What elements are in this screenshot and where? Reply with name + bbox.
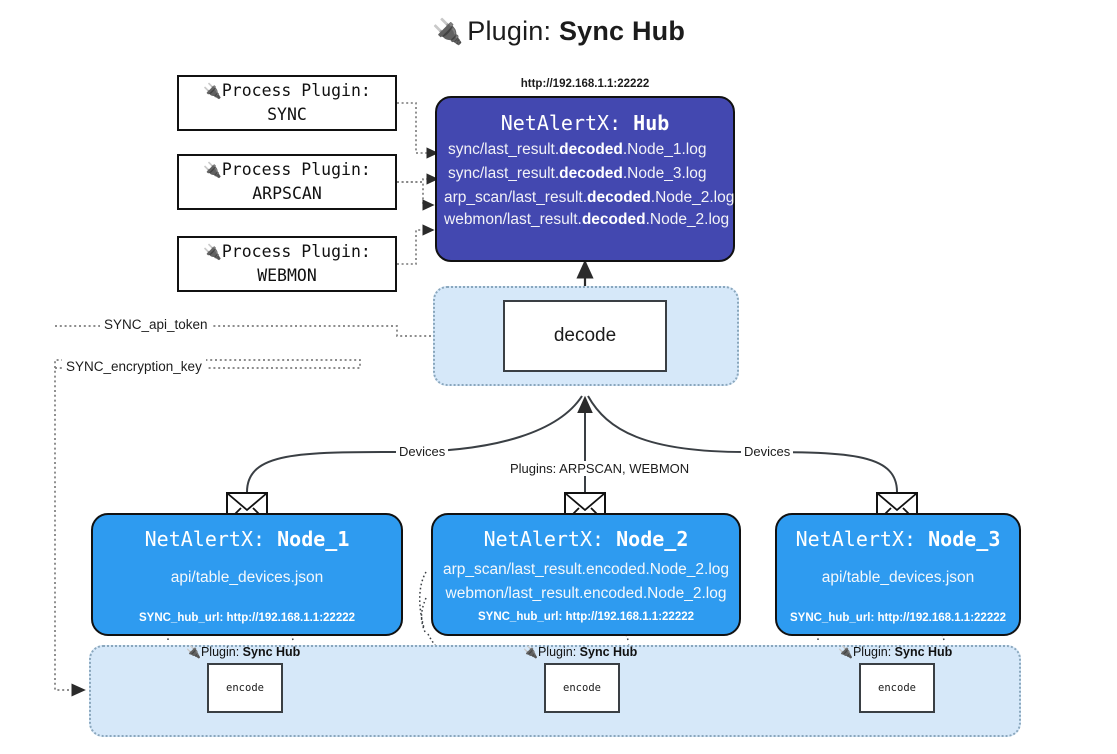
node-title: NetAlertX: Node_2 <box>483 527 689 551</box>
devices-label-right: Devices <box>741 444 794 459</box>
hub-log-row: sync/last_result.decoded.Node_3.log <box>448 165 707 182</box>
process-plugin-label: Process Plugin: <box>221 242 371 262</box>
node-footer: SYNC_hub_url: http://192.168.1.1:22222 <box>138 612 356 624</box>
hub-url-label: http://192.168.1.1:22222 <box>520 78 650 90</box>
node-title: NetAlertX: Node_1 <box>144 527 350 551</box>
hub-log-row: webmon/last_result.decoded.Node_2.log <box>444 211 730 228</box>
page-title: 🔌Plugin: Sync Hub <box>0 16 1117 47</box>
process-plugin-name: SYNC <box>267 105 307 124</box>
process-plugin-label: Process Plugin: <box>221 81 371 101</box>
node-2[interactable]: NetAlertX: Node_2 arp_scan/last_result.e… <box>431 513 741 636</box>
node-line: api/table_devices.json <box>821 569 975 586</box>
sync-api-token-label: SYNC_api_token <box>100 317 212 332</box>
node-footer: SYNC_hub_url: http://192.168.1.1:22222 <box>789 612 1007 624</box>
process-plugin-name: ARPSCAN <box>252 184 322 203</box>
plug-icon: 🔌 <box>838 645 853 659</box>
process-plugin-webmon[interactable]: 🔌Process Plugin: WEBMON <box>177 236 397 292</box>
node-3[interactable]: NetAlertX: Node_3 api/table_devices.json… <box>775 513 1021 636</box>
plug-icon: 🔌 <box>203 243 222 262</box>
hub-title-prefix: NetAlertX: <box>500 111 622 135</box>
decode-box[interactable]: decode <box>503 300 667 372</box>
node-title: NetAlertX: Node_3 <box>795 527 1001 551</box>
hub-log-row: sync/last_result.decoded.Node_1.log <box>448 141 707 158</box>
encoder-plugin-label-2: 🔌Plugin: Sync Hub <box>523 645 638 659</box>
hub-node[interactable]: NetAlertX: Hub sync/last_result.decoded.… <box>435 96 735 262</box>
node-1[interactable]: NetAlertX: Node_1 api/table_devices.json… <box>91 513 403 636</box>
encode-box-2[interactable]: encode <box>544 663 620 713</box>
sync-encryption-key-label: SYNC_encryption_key <box>62 359 206 374</box>
process-plugin-name: WEBMON <box>257 266 317 285</box>
process-plugin-arpscan[interactable]: 🔌Process Plugin: ARPSCAN <box>177 154 397 210</box>
node-footer: SYNC_hub_url: http://192.168.1.1:22222 <box>477 611 695 623</box>
title-name: Sync Hub <box>558 16 686 46</box>
node-line: api/table_devices.json <box>170 569 324 586</box>
plug-icon: 🔌 <box>203 161 222 180</box>
hub-title: NetAlertX: Hub <box>437 111 733 135</box>
plug-icon: 🔌 <box>203 82 222 101</box>
process-plugin-label: Process Plugin: <box>221 160 371 180</box>
encoder-plugin-label-3: 🔌Plugin: Sync Hub <box>838 645 953 659</box>
plug-icon: 🔌 <box>431 18 464 46</box>
plug-icon: 🔌 <box>523 645 538 659</box>
plugins-label-center: Plugins: ARPSCAN, WEBMON <box>507 461 693 476</box>
plug-icon: 🔌 <box>186 645 201 659</box>
hub-title-name: Hub <box>633 111 670 135</box>
process-plugin-sync[interactable]: 🔌Process Plugin: SYNC <box>177 75 397 131</box>
encode-box-3[interactable]: encode <box>859 663 935 713</box>
title-prefix: Plugin: <box>467 16 552 46</box>
encode-box-1[interactable]: encode <box>207 663 283 713</box>
hub-log-row: arp_scan/last_result.decoded.Node_2.log <box>444 189 735 206</box>
encoder-plugin-label-1: 🔌Plugin: Sync Hub <box>186 645 301 659</box>
node-line: webmon/last_result.encoded.Node_2.log <box>445 585 727 602</box>
devices-label-left: Devices <box>396 444 449 459</box>
node-line: arp_scan/last_result.encoded.Node_2.log <box>442 561 730 578</box>
